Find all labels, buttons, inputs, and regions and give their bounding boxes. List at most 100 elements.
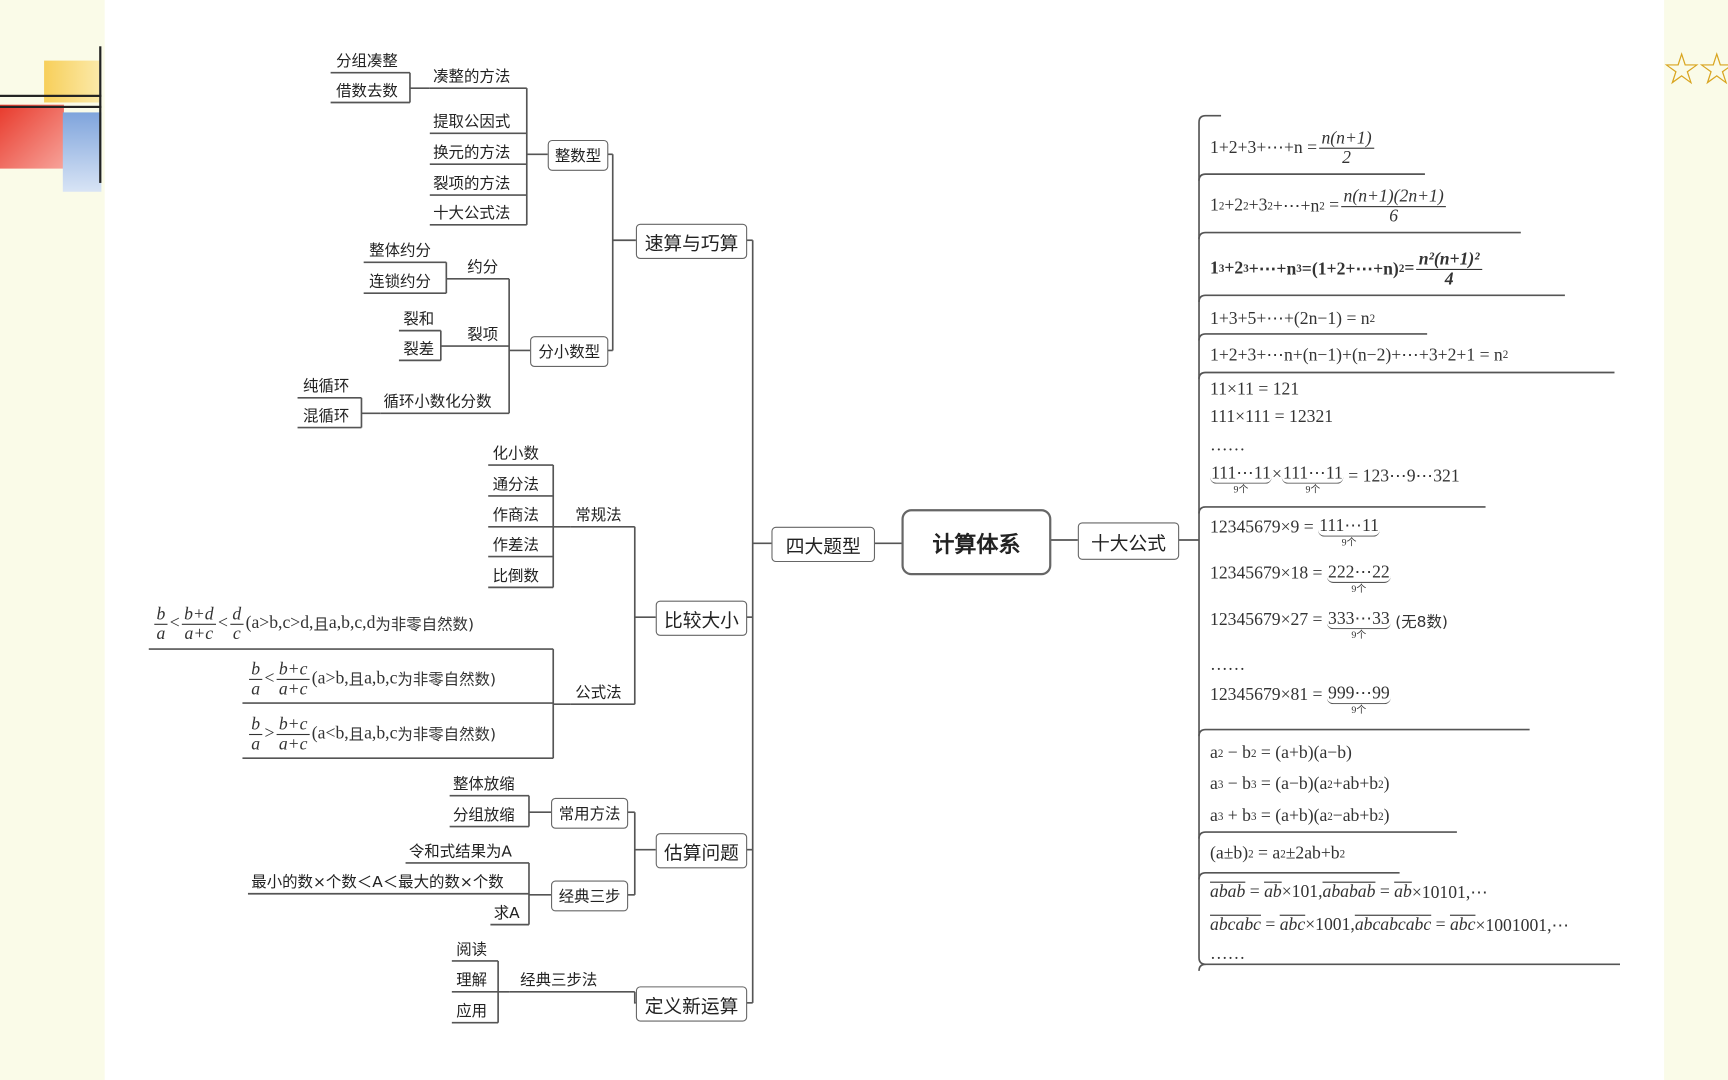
connector-line (1198, 506, 1486, 514)
formula-text: = (a+b)(a (1256, 806, 1328, 826)
underbrace-text: 333⋯33 (1326, 609, 1391, 630)
formula-text: 1 (1210, 196, 1219, 215)
underbrace-label: 9个 (1351, 629, 1367, 641)
formula: …… (1210, 654, 1245, 678)
connector-line (1198, 294, 1565, 303)
formula-text: (a±b) (1210, 844, 1249, 863)
fraction-numerator: b (249, 660, 263, 680)
fraction-denominator: c (232, 624, 241, 644)
formula-chinese: 为非零自然数) (397, 726, 496, 744)
formula-text: 1 (1210, 258, 1219, 278)
underbrace-label: 9个 (1351, 582, 1367, 594)
formula-text: ×10101,⋯ (1411, 883, 1488, 903)
node-common-method[interactable]: 常用方法 (551, 797, 629, 829)
formula-superscript: 3 (1250, 810, 1257, 823)
formula-fraction: n(n+1)2 (1319, 128, 1374, 167)
fraction-denominator: 2 (1342, 148, 1351, 167)
formula-text: ±2ab+b (1285, 844, 1340, 863)
formula-superscript: 2 (1248, 848, 1254, 861)
formula-text: 1+3+5+⋯+(2n−1) = n (1210, 309, 1370, 329)
formula-text: = a (1253, 844, 1281, 863)
fraction-numerator: n²(n+1)² (1416, 250, 1482, 270)
formula-superscript: 2 (1280, 848, 1286, 861)
formula-text: +⋯+n (1272, 197, 1320, 216)
formula-text: +2 (1224, 196, 1244, 215)
formula-superscript: 3 (1217, 810, 1224, 823)
formula-chinese: 为非零自然数) (375, 616, 474, 634)
formula-overline: ab (1394, 882, 1412, 902)
formula-text: 111×111 = 12321 (1210, 407, 1334, 427)
formula: abab = ab×101,ababab = ab×10101,⋯ (1210, 881, 1488, 905)
node-integer[interactable]: 整数型 (547, 139, 609, 171)
node-four-types[interactable]: 四大题型 (771, 526, 876, 563)
fraction-numerator: b+d (181, 604, 216, 625)
node-gusuan[interactable]: 估算问题 (655, 833, 748, 869)
formula-superscript: 3 (1296, 262, 1302, 275)
formula-text: +⋯+n (1248, 260, 1297, 279)
root-node[interactable]: 计算体系 (901, 509, 1052, 576)
fraction-denominator: a+c (278, 734, 308, 754)
node-three-steps[interactable]: 经典三步 (551, 880, 629, 912)
leaf-item: 令和式结果为A (408, 843, 512, 861)
fraction-numerator: d (230, 604, 244, 625)
formula-text: < (169, 613, 180, 633)
formula-text: …… (1210, 436, 1246, 456)
leaf-item: 比倒数 (492, 567, 539, 586)
formula: …… (1210, 942, 1245, 966)
node-fraction[interactable]: 分小数型 (530, 336, 609, 367)
leaf-item: 阅读 (456, 941, 488, 959)
formula-text: ) (1383, 806, 1390, 826)
formula-overline: ababab (1322, 882, 1376, 902)
formula-overline: abcabc (1210, 915, 1261, 935)
leaf-item: 公式法 (575, 684, 622, 702)
formula-text: = (1404, 258, 1415, 278)
formula-text: = 123⋯9⋯321 (1343, 467, 1460, 486)
leaf-item: 约分 (467, 258, 499, 277)
stars-icon: ☆☆ (1661, 44, 1728, 95)
fraction-numerator: n(n+1)(2n+1) (1341, 187, 1446, 207)
connector-line (1198, 231, 1521, 240)
leaf-item: 借数去数 (336, 82, 398, 101)
formula: …… (1210, 434, 1245, 458)
formula-text: = (1245, 882, 1265, 902)
formula-superscript: 2 (1218, 200, 1225, 213)
underbrace-label: 9个 (1233, 483, 1249, 495)
formula-text: a (1210, 774, 1218, 794)
leaf-item: 裂项的方法 (433, 175, 511, 193)
node-susuan[interactable]: 速算与巧算 (635, 223, 748, 259)
fraction-numerator: b+c (276, 715, 310, 735)
formula-fraction: n(n+1)(2n+1)6 (1341, 187, 1446, 225)
formula-text: = (a+b)(a−b) (1256, 743, 1352, 763)
formula-text: = (1324, 196, 1340, 215)
node-ten-formulas[interactable]: 十大公式 (1077, 522, 1180, 560)
formula-text: +2 (1224, 258, 1244, 278)
connector-line (633, 991, 636, 1004)
formula-superscript: 3 (1217, 778, 1224, 791)
formula-text: (a>b,c>d, (245, 613, 314, 633)
fraction-denominator: a (251, 679, 261, 699)
formula-text: < (264, 668, 275, 688)
leaf-item: 化小数 (492, 445, 539, 463)
formula-chinese: 为非零自然数) (397, 671, 496, 689)
leaf-item: 分组凑整 (336, 52, 398, 71)
node-bijiao[interactable]: 比较大小 (655, 600, 748, 636)
leaf-item: 整体放缩 (452, 775, 515, 794)
leaf-item: 分组放缩 (452, 806, 515, 825)
leaf-item: 通分法 (492, 476, 539, 494)
leaf-item: 作差法 (492, 536, 539, 555)
node-dingyi[interactable]: 定义新运算 (635, 986, 748, 1022)
